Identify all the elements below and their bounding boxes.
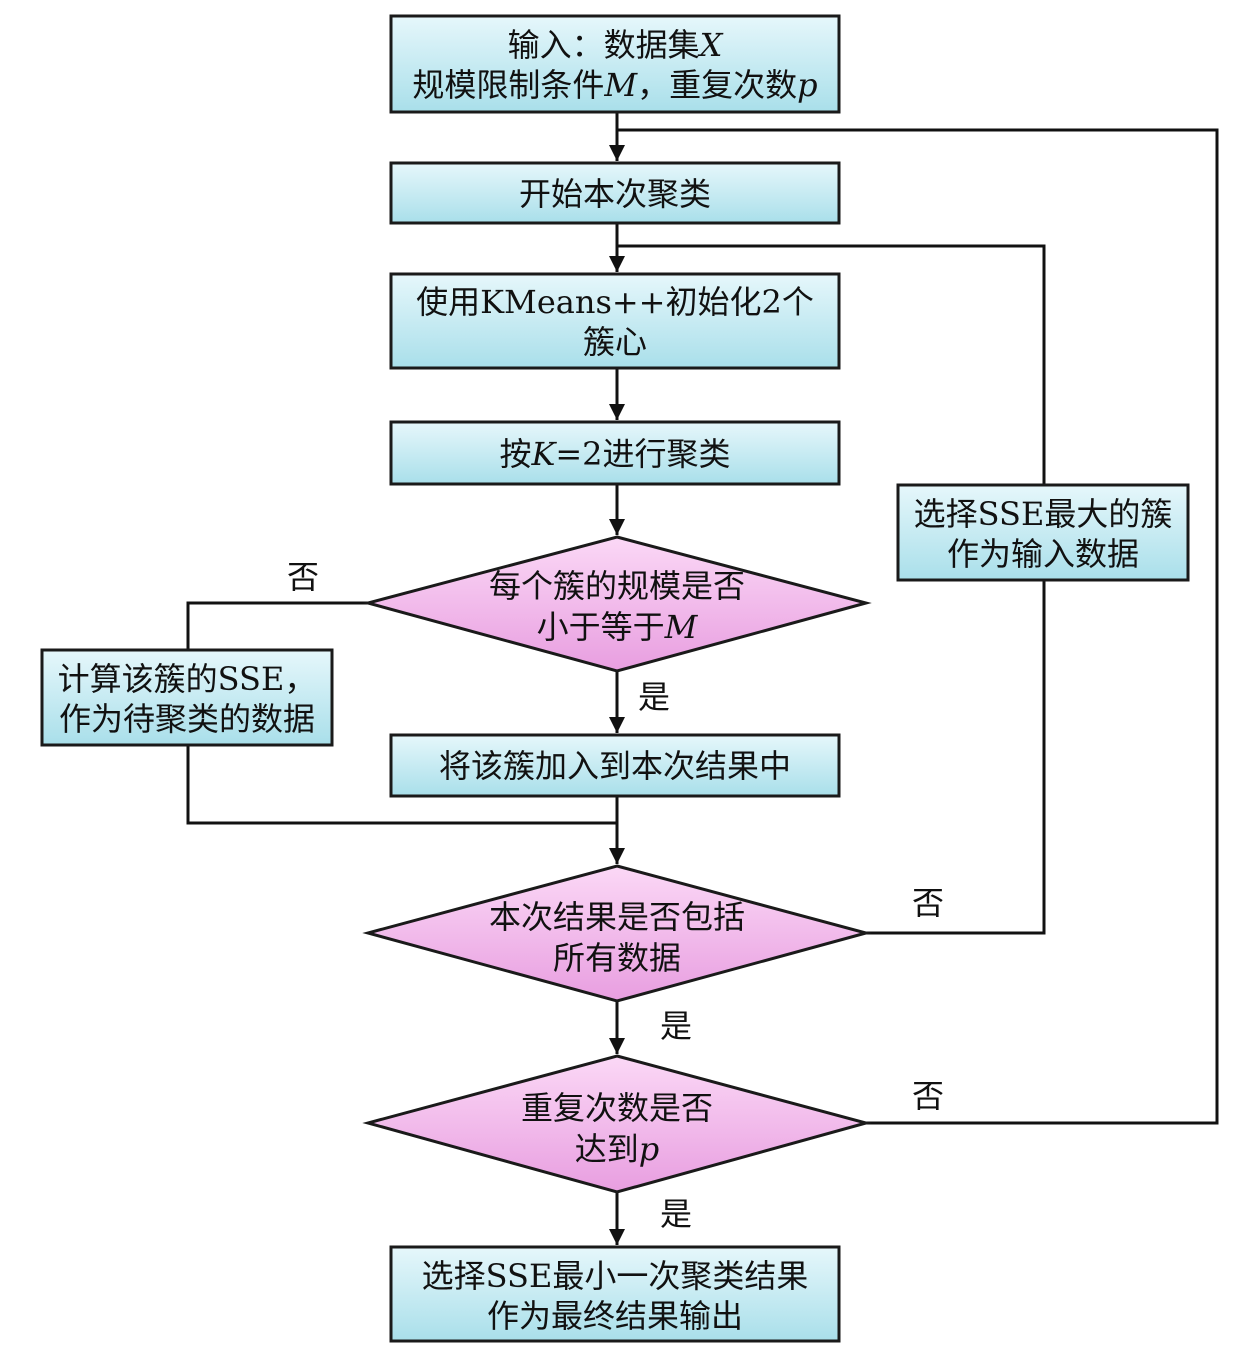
label-repeat-no: 否 [912,1077,944,1115]
cluster-pre: 按 [499,435,531,473]
node-input: 输入：数据集X 规模限制条件M，重复次数p [389,14,841,114]
cluster-post: =2进行聚类 [555,435,730,473]
svg-text:小于等于M: 小于等于M [537,608,699,646]
output-line1: 选择SSE最小一次聚类结果 [422,1257,809,1295]
decision-size-check: 每个簇的规模是否 小于等于M [362,535,872,673]
all-check-line1: 本次结果是否包括 [489,898,745,936]
init-line1: 使用KMeans++初始化2个 [416,283,814,321]
svg-text:规模限制条件M，重复次数p: 规模限制条件M，重复次数p [412,66,817,104]
label-all-no: 否 [912,884,944,922]
label-all-yes: 是 [660,1007,692,1045]
edge-select-to-init [617,244,1046,485]
start-text: 开始本次聚类 [519,175,711,213]
label-size-no: 否 [287,558,319,596]
svg-text:达到p: 达到p [575,1130,660,1168]
all-check-line2: 所有数据 [553,939,681,977]
repeat-check-line1: 重复次数是否 [521,1089,713,1127]
decision-all-check: 本次结果是否包括 所有数据 [362,864,872,1003]
edge-repeat-no-to-start [617,128,1219,1125]
node-init: 使用KMeans++初始化2个 簇心 [389,272,841,370]
init-line2: 簇心 [583,323,647,361]
edge-size-no-to-compute [186,601,368,650]
input-var-m: M [603,66,638,104]
repeat-check-line2: 达到 [575,1130,639,1168]
size-check-line2: 小于等于 [537,608,665,646]
compute-line1: 计算该簇的SSE， [58,660,317,698]
svg-text:按K=2进行聚类: 按K=2进行聚类 [499,435,730,473]
add-result-text: 将该簇加入到本次结果中 [439,747,791,785]
repeat-check-var-p: p [639,1130,659,1168]
connectors [186,112,1219,1245]
svg-text:输入：数据集X: 输入：数据集X [508,26,724,64]
input-line1: 输入：数据集 [508,26,700,64]
size-check-line1: 每个簇的规模是否 [489,567,745,605]
node-output: 选择SSE最小一次聚类结果 作为最终结果输出 [389,1245,841,1343]
edge-compute-to-merge [186,745,617,825]
node-select-max: 选择SSE最大的簇 作为输入数据 [896,483,1190,582]
node-add-result: 将该簇加入到本次结果中 [389,733,841,798]
label-repeat-yes: 是 [660,1195,692,1233]
cluster-var-k: K [530,435,557,473]
decision-repeat-check: 重复次数是否 达到p [362,1054,872,1194]
node-start: 开始本次聚类 [389,161,841,225]
output-line2: 作为最终结果输出 [487,1297,743,1335]
compute-line2: 作为待聚类的数据 [59,700,315,738]
select-max-line1: 选择SSE最大的簇 [914,495,1173,533]
label-size-yes: 是 [638,678,670,716]
input-var-x: X [697,26,724,64]
edge-all-no-to-select [866,580,1046,935]
select-max-line2: 作为输入数据 [947,535,1139,573]
input-line2: 规模限制条件 [412,66,604,104]
input-var-p: p [797,66,817,104]
size-check-var-m: M [664,608,699,646]
node-cluster: 按K=2进行聚类 [389,420,841,486]
node-compute-sse: 计算该簇的SSE， 作为待聚类的数据 [40,648,334,747]
input-line2-mid: ，重复次数 [637,66,797,104]
